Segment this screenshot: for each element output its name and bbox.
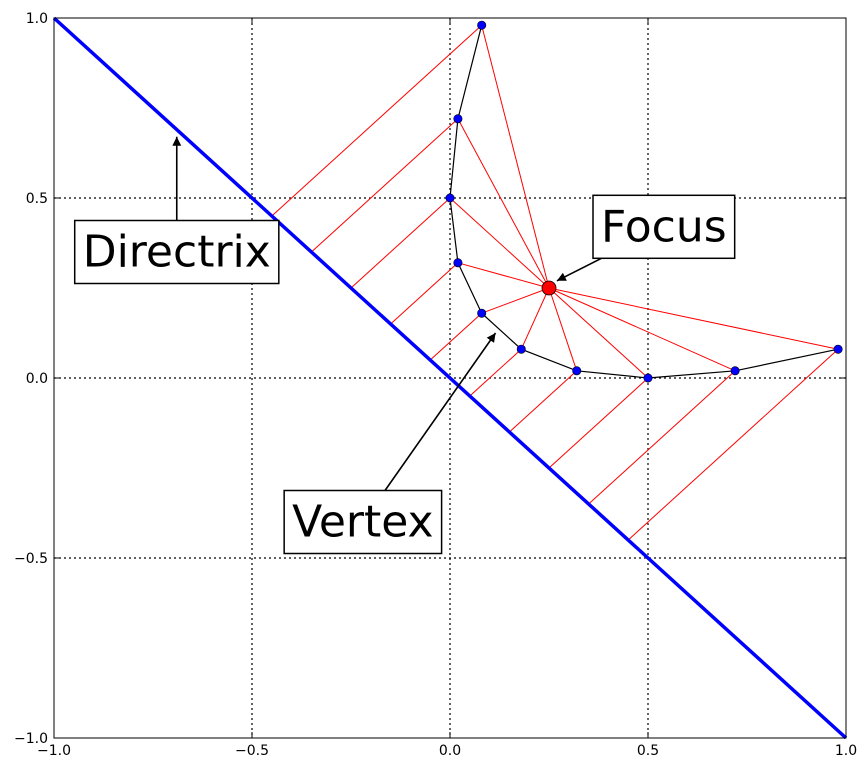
directrix-ray — [588, 370, 736, 505]
annotation-label: Vertex — [292, 497, 433, 548]
directrix-ray — [429, 312, 483, 361]
annotation-focus: Focus — [556, 194, 736, 282]
directrix-ray — [469, 348, 522, 397]
x-tick-label: −1.0 — [37, 743, 71, 759]
axis-ticks — [53, 17, 847, 739]
parabola-point — [516, 344, 526, 354]
y-tick-label: 0.0 — [26, 371, 48, 387]
annotation-box — [592, 194, 736, 260]
annotation-arrow — [384, 332, 497, 491]
y-tick-label: 1.0 — [26, 11, 48, 27]
focus-ray — [520, 287, 550, 350]
directrix-ray — [548, 377, 649, 469]
x-tick-label: 0.5 — [637, 743, 659, 759]
directrix-ray — [509, 370, 578, 433]
parabola-point — [477, 20, 487, 30]
reflection-rays — [271, 24, 839, 541]
parabola-point — [730, 366, 740, 376]
parabola-points — [445, 20, 843, 383]
directrix-ray — [350, 197, 451, 289]
focus-ray — [481, 25, 550, 289]
annotation-directrix: Directrix — [73, 136, 280, 285]
x-tick-label: 1.0 — [835, 743, 857, 759]
directrix-ray — [271, 24, 483, 217]
y-tick-label: 0.5 — [26, 191, 48, 207]
parabola-point — [643, 373, 653, 383]
x-tick-label: −0.5 — [235, 743, 269, 759]
focus-point — [541, 280, 557, 296]
directrix-ray — [311, 118, 459, 253]
focus-marker — [541, 280, 557, 296]
annotation-label: Directrix — [83, 227, 271, 278]
focus-ray — [548, 287, 839, 350]
focus-ray — [449, 197, 550, 289]
directrix-ray — [627, 348, 839, 541]
annotation-vertex: Vertex — [283, 332, 497, 555]
annotation-label: Focus — [601, 201, 727, 252]
focus-ray — [457, 262, 550, 289]
axis-tick-labels: −1.0 −0.5 0.0 0.5 1.0 −1.0 −0.5 0.0 0.5 1.0 — [14, 11, 857, 759]
directrix-line — [52, 16, 848, 740]
parabola-point — [453, 258, 463, 268]
annotation-arrow — [556, 257, 602, 282]
annotation-box — [283, 489, 443, 555]
focus-ray — [548, 287, 649, 379]
focus-ray — [548, 287, 578, 371]
directrix — [52, 16, 848, 740]
focus-ray — [457, 118, 550, 289]
directrix-ray — [390, 262, 459, 325]
annotation-box — [73, 219, 280, 285]
parabola-point — [833, 344, 843, 354]
y-tick-label: −1.0 — [14, 731, 48, 747]
parabola-polyline — [449, 25, 839, 379]
parabola-point — [445, 193, 455, 203]
parabola-curve — [449, 25, 839, 379]
parabola-point — [453, 114, 463, 124]
focus-ray — [481, 287, 550, 314]
parabola-point — [477, 308, 487, 318]
y-tick-label: −0.5 — [14, 551, 48, 567]
parabola-point — [572, 366, 582, 376]
focus-ray — [548, 287, 736, 372]
x-tick-label: 0.0 — [439, 743, 461, 759]
